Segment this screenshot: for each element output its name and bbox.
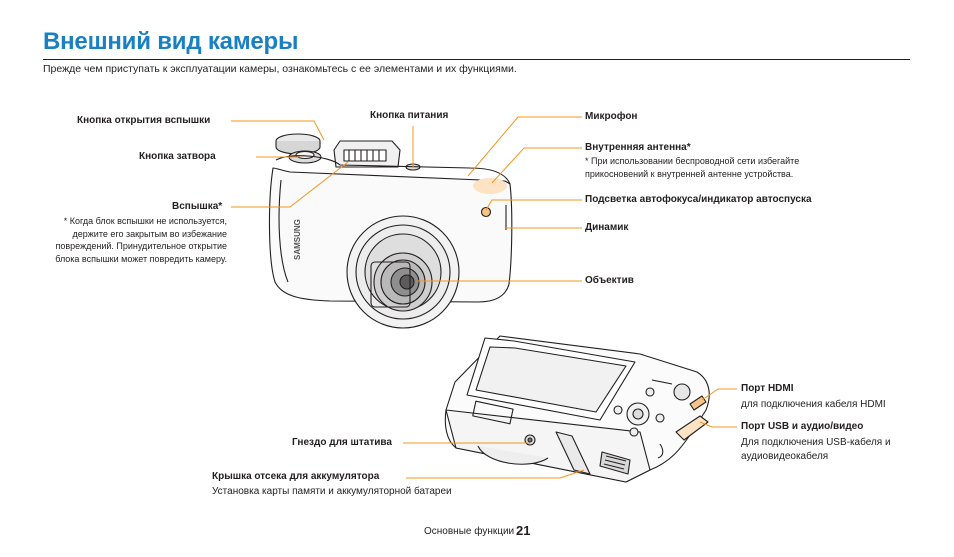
label-flash: Вспышка* (172, 201, 223, 212)
label-shutter-button: Кнопка затвора (139, 151, 216, 162)
label-af-assist-lamp: Подсветка автофокуса/индикатор автоспуск… (585, 194, 812, 205)
brand-logo: SAMSUNG (293, 219, 302, 260)
label-lens: Объектив (585, 275, 634, 286)
page-title: Внешний вид камеры (43, 28, 299, 55)
label-microphone: Микрофон (585, 111, 638, 122)
leader-lines (231, 116, 737, 479)
back-camera-illustration (444, 335, 710, 483)
usb-av-port-description: Для подключения USB-кабеля и аудиовидеок… (741, 437, 891, 462)
label-flash-open-button: Кнопка открытия вспышки (77, 115, 211, 126)
label-power-button: Кнопка питания (370, 110, 449, 121)
label-usb-av-port: Порт USB и аудио/видео (741, 421, 864, 432)
label-speaker: Динамик (585, 222, 629, 233)
page-number: 21 (516, 523, 531, 538)
antenna-footnote: * При использовании беспроводной сети из… (585, 156, 800, 179)
title-divider (43, 59, 910, 60)
label-hdmi-port: Порт HDMI (741, 383, 794, 394)
label-internal-antenna: Внутренняя антенна* (585, 142, 691, 153)
intro-text: Прежде чем приступать к эксплуатации кам… (43, 63, 517, 75)
front-camera-illustration (268, 133, 513, 329)
label-battery-cover: Крышка отсека для аккумулятора (212, 471, 380, 482)
hdmi-port-description: для подключения кабеля HDMI (741, 399, 886, 410)
battery-cover-description: Установка карты памяти и аккумуляторной … (212, 486, 452, 497)
flash-footnote: * Когда блок вспышки не используется, де… (55, 216, 227, 264)
footer-section-name: Основные функции (424, 526, 515, 537)
label-tripod-mount: Гнездо для штатива (292, 437, 392, 448)
